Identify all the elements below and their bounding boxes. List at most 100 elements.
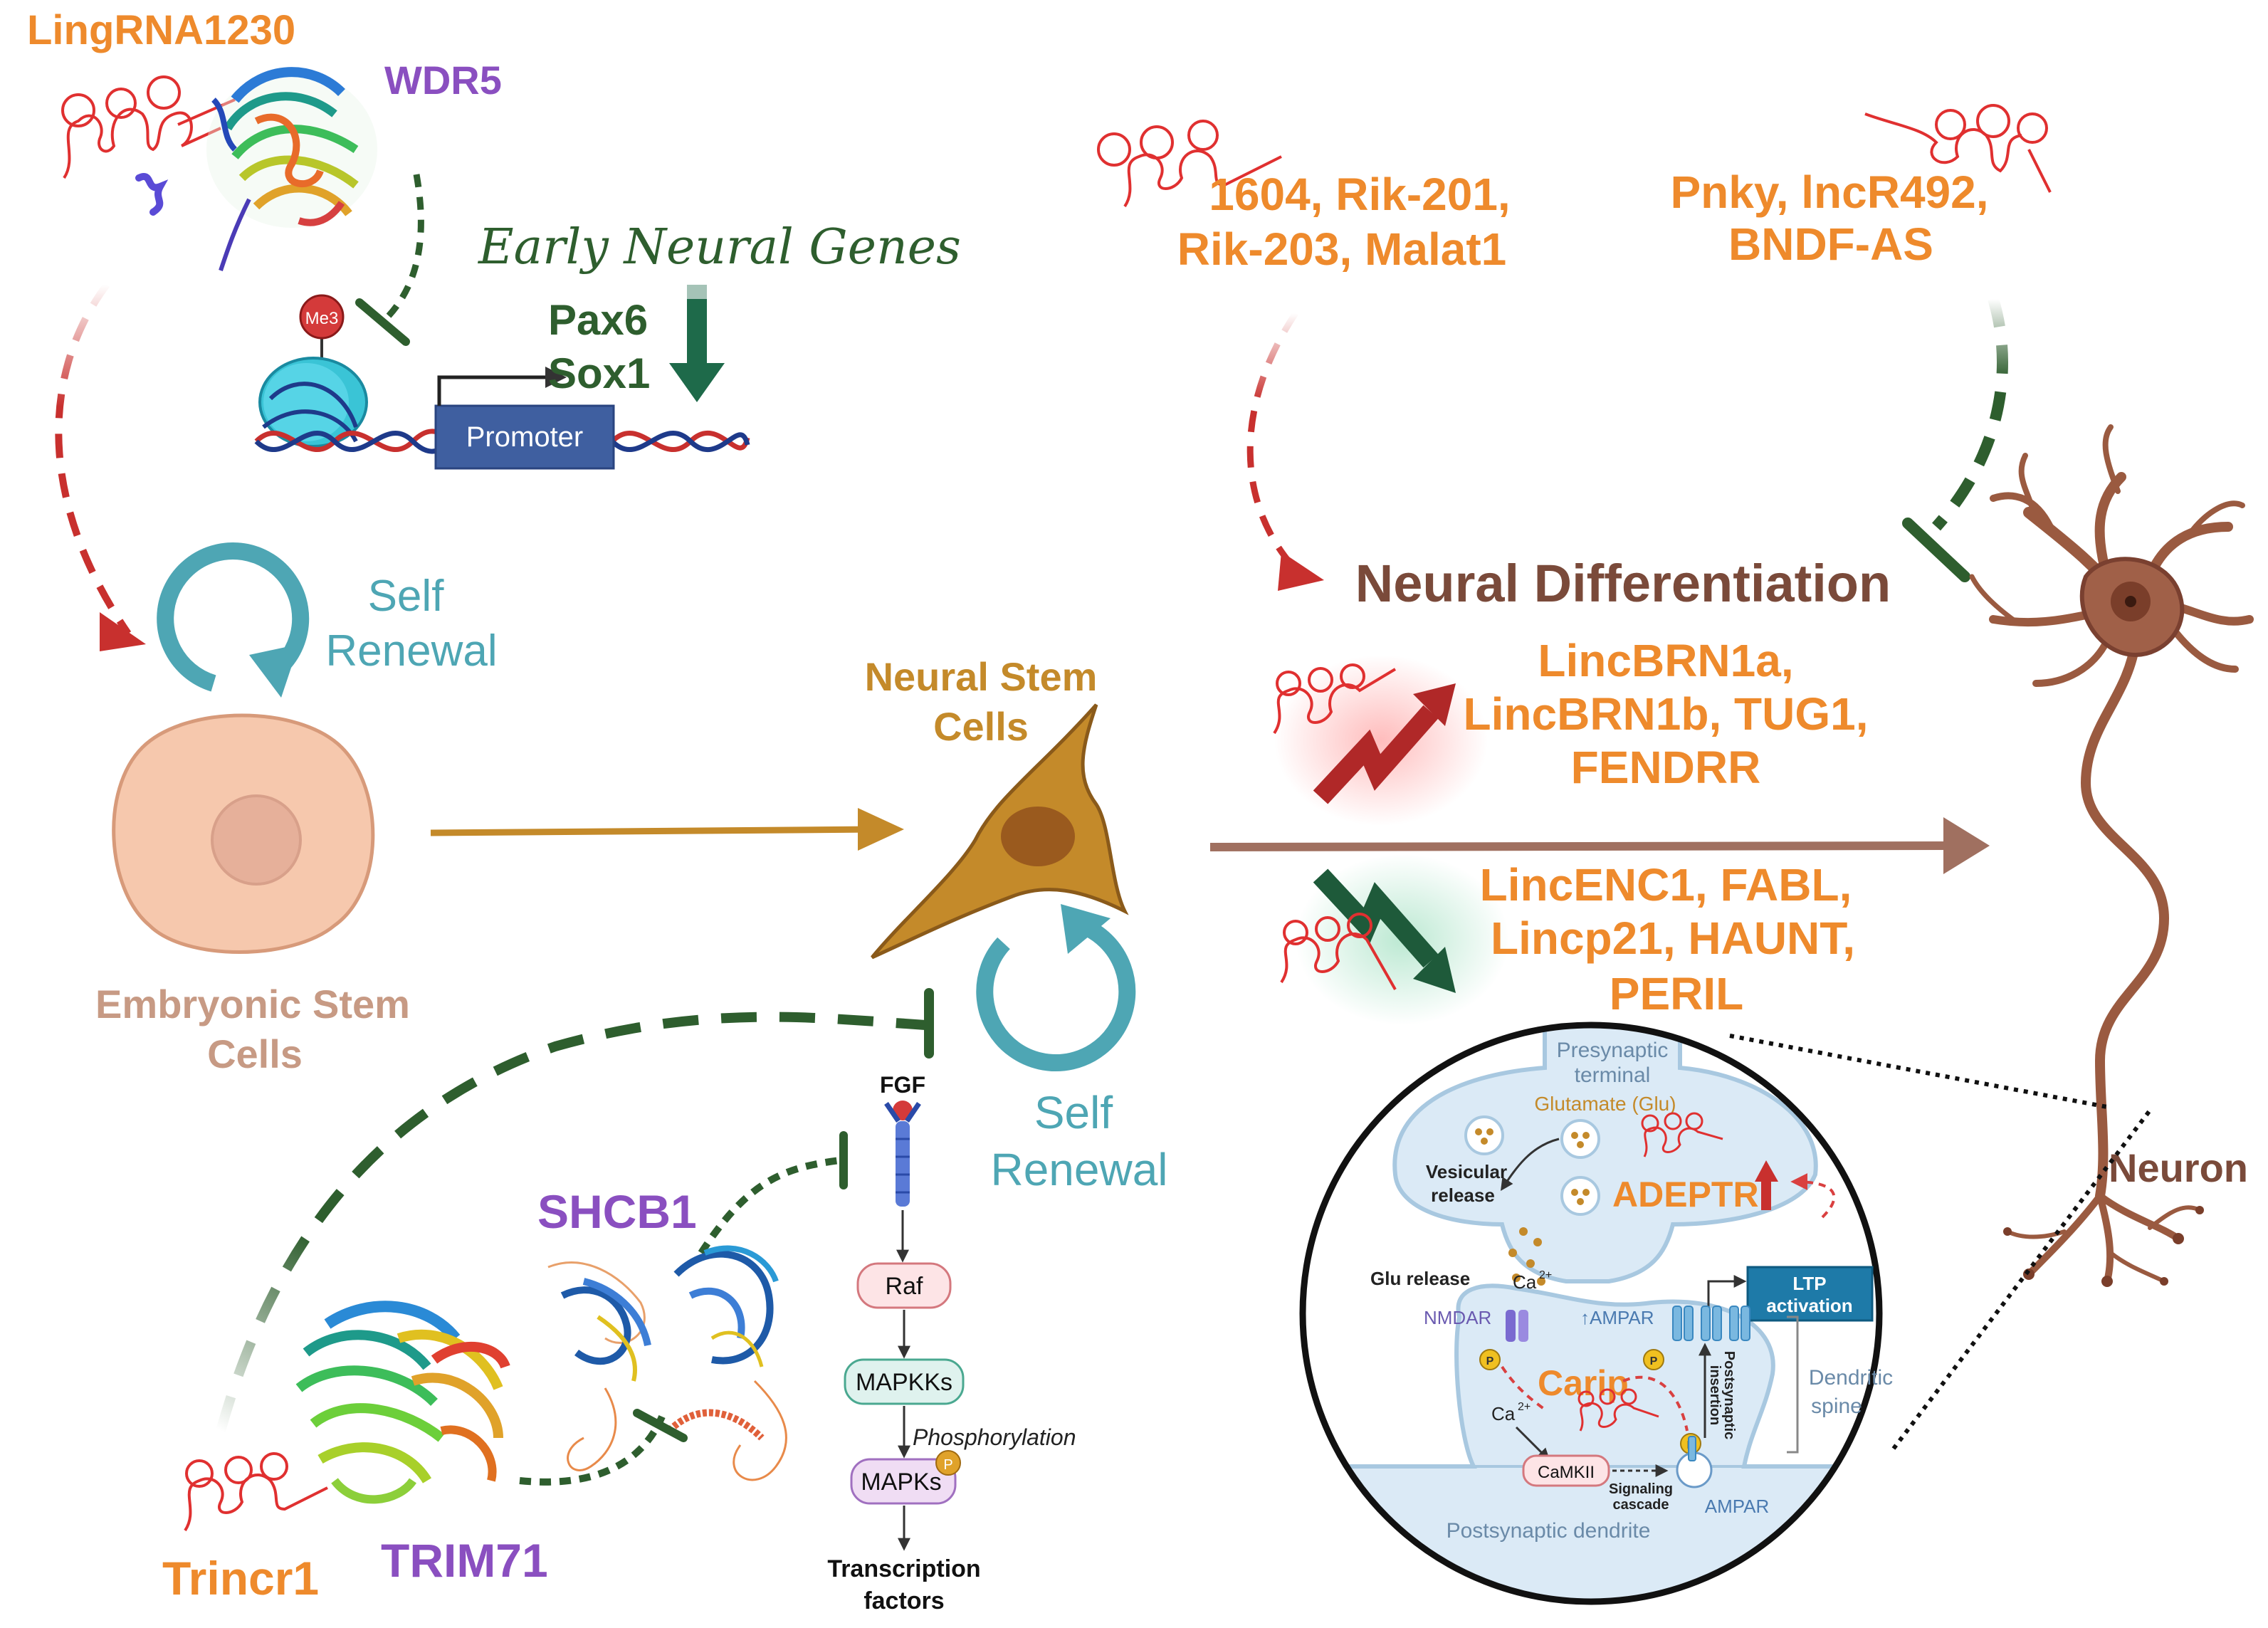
nsc-to-neuron-arrow: [1209, 817, 1990, 874]
group-b-inhibition-bar: [1902, 518, 1970, 582]
wdr5-protein-structure: [206, 67, 377, 271]
raf-node: [856, 1262, 952, 1309]
downregulated-lncrnas-label-3: PERIL: [1610, 968, 1743, 1019]
presynaptic-terminal-label-2: terminal: [1575, 1064, 1651, 1087]
zoom-line-bottom: [1891, 1109, 2152, 1450]
dendritic-spine-label-2: spine: [1811, 1395, 1862, 1418]
lncrna-glyph-up: [1273, 663, 1397, 735]
embryonic-stem-cells-label-1: Embryonic Stem: [95, 982, 410, 1026]
self-renewal-cycle-icon: [157, 542, 310, 698]
lncrna-glyph-trincr1: [184, 1452, 328, 1532]
ampar-label: AMPAR: [1705, 1496, 1770, 1517]
shcb1-protein-structure: [547, 1245, 787, 1481]
lncrna-glyph-carip: [1577, 1388, 1659, 1432]
fgf-label: FGF: [880, 1072, 925, 1098]
neural-stem-cell: [871, 703, 1129, 960]
signaling-cascade-label-1: Signaling: [1609, 1481, 1673, 1497]
trim71-inhibition-bar: [633, 1409, 688, 1442]
lingrna1230-label: LingRNA1230: [27, 7, 295, 53]
dendritic-spine-bracket: [1787, 1315, 1799, 1454]
lncrna-group-a-label-2: Rik-203, Malat1: [1177, 224, 1506, 275]
wdr5-inhibition-line: [382, 174, 424, 323]
dendritic-spine-label-1: Dendritic: [1809, 1366, 1893, 1390]
lncrna-group-b-label-1: Pnky, lncR492,: [1670, 167, 1988, 218]
carip-dashed-path: [1501, 1365, 1689, 1432]
ca-label-1: Ca: [1513, 1271, 1537, 1293]
ampar-receptors-surface: [1672, 1306, 1750, 1341]
shcb1-label: SHCB1: [537, 1185, 697, 1238]
lncrna-glyph-adeptr: [1641, 1112, 1723, 1157]
presynaptic-terminal-label-1: Presynaptic: [1557, 1039, 1669, 1062]
postsynaptic-dendrite-label: Postsynaptic dendrite: [1447, 1519, 1651, 1543]
embryonic-stem-cells-label-2: Cells: [207, 1031, 303, 1076]
transcription-factors-label-2: factors: [863, 1587, 944, 1614]
early-neural-genes-label: Early Neural Genes: [477, 219, 961, 275]
me3-label: Me3: [305, 309, 339, 328]
transcription-factors-label-1: Transcription: [827, 1555, 980, 1582]
lncrna-glyph-group-b: [1864, 104, 2052, 193]
signaling-cascade-label-2: cascade: [1613, 1497, 1669, 1513]
glu-release-label: Glu release: [1370, 1268, 1470, 1289]
group-a-activation-arrow: [1246, 311, 1298, 572]
ltp-label-2: activation: [1766, 1295, 1852, 1316]
nmdar-label: NMDAR: [1424, 1307, 1491, 1328]
glutamate-label: Glutamate (Glu): [1534, 1093, 1676, 1115]
self-renewal-label-2: Renewal: [325, 626, 497, 676]
postsynaptic-insertion-label-2: insertion: [1707, 1365, 1723, 1425]
upregulated-lncrnas-label-2: LincBRN1b, TUG1,: [1464, 688, 1869, 740]
sox1-label: Sox1: [548, 350, 650, 397]
shcb1-inhibition-line: [698, 1157, 841, 1255]
lingrna-arrowhead: [100, 612, 146, 651]
synapse-inset: [1299, 1022, 1883, 1605]
lncrna-glyph-down: [1280, 913, 1397, 990]
embryonic-stem-cell: [112, 713, 375, 954]
transcription-start-arrow: [437, 367, 567, 406]
downregulated-lncrnas-label-1: LincENC1, FABL,: [1480, 859, 1852, 910]
phospho-badge-label-2: P: [1650, 1355, 1658, 1367]
ltp-label-1: LTP: [1792, 1273, 1826, 1294]
neural-differentiation-label: Neural Differentiation: [1355, 554, 1891, 613]
nsc-self-renewal-label-2: Renewal: [990, 1144, 1167, 1195]
vesicular-release-arrow: [1501, 1138, 1560, 1191]
downregulation-zigzag-arrow: [1313, 868, 1456, 993]
neuron-soma: [2079, 557, 2185, 658]
upregulated-lncrnas-label-1: LincBRN1a,: [1538, 635, 1793, 686]
ampar-up-label: ↑AMPAR: [1580, 1307, 1654, 1328]
ca-superscript-1: 2+: [1539, 1269, 1552, 1281]
lncrna-glyph-lingrna: [61, 75, 236, 179]
promoter-label: Promoter: [466, 421, 584, 453]
camkii-node: [1522, 1454, 1610, 1487]
nmdar-receptor: [1506, 1310, 1528, 1342]
ca-to-camkii-arrow: [1515, 1426, 1550, 1461]
ca-label-2: Ca: [1491, 1403, 1516, 1424]
promoter-box: [434, 404, 615, 470]
adeptr-label: ADEPTR: [1612, 1175, 1759, 1214]
lingrna-activation-arrow: [55, 283, 132, 636]
neural-stem-cells-label-1: Neural Stem: [865, 654, 1098, 699]
endosome-ampar: [1676, 1436, 1713, 1488]
pax6-label: Pax6: [548, 296, 648, 344]
released-glutamate-dots: [1508, 1227, 1545, 1286]
zoom-line-top: [1729, 1034, 2108, 1109]
mapks-node: [850, 1458, 957, 1505]
group-b-inhibition-line: [1932, 297, 2008, 531]
trim71-inhibition-line: [519, 1415, 666, 1486]
self-renewal-label-1: Self: [368, 572, 445, 621]
mapkks-node: [844, 1358, 965, 1405]
lncrna-group-b-label-2: BNDF-AS: [1728, 219, 1933, 270]
mapkks-label: MAPKKs: [856, 1369, 952, 1396]
upregulated-lncrnas-label-3: FENDRR: [1571, 742, 1761, 793]
nsc-self-renewal-cycle-icon: [976, 904, 1136, 1071]
adeptr-feedback-arrow: [1790, 1173, 1836, 1219]
ltp-activation-box: [1746, 1266, 1874, 1322]
wdr5-inhibition-bar: [355, 298, 410, 346]
trincr1-inhibition-line: [216, 1012, 926, 1432]
trim71-protein-structure: [295, 1301, 510, 1504]
me3-mark: [299, 294, 345, 340]
synaptic-vesicles: [1464, 1115, 1600, 1216]
raf-label: Raf: [886, 1273, 923, 1300]
phosphorylation-label: Phosphorylation: [913, 1424, 1076, 1450]
trincr1-label: Trincr1: [162, 1552, 319, 1605]
gene-expression-down-arrow: [669, 285, 725, 402]
